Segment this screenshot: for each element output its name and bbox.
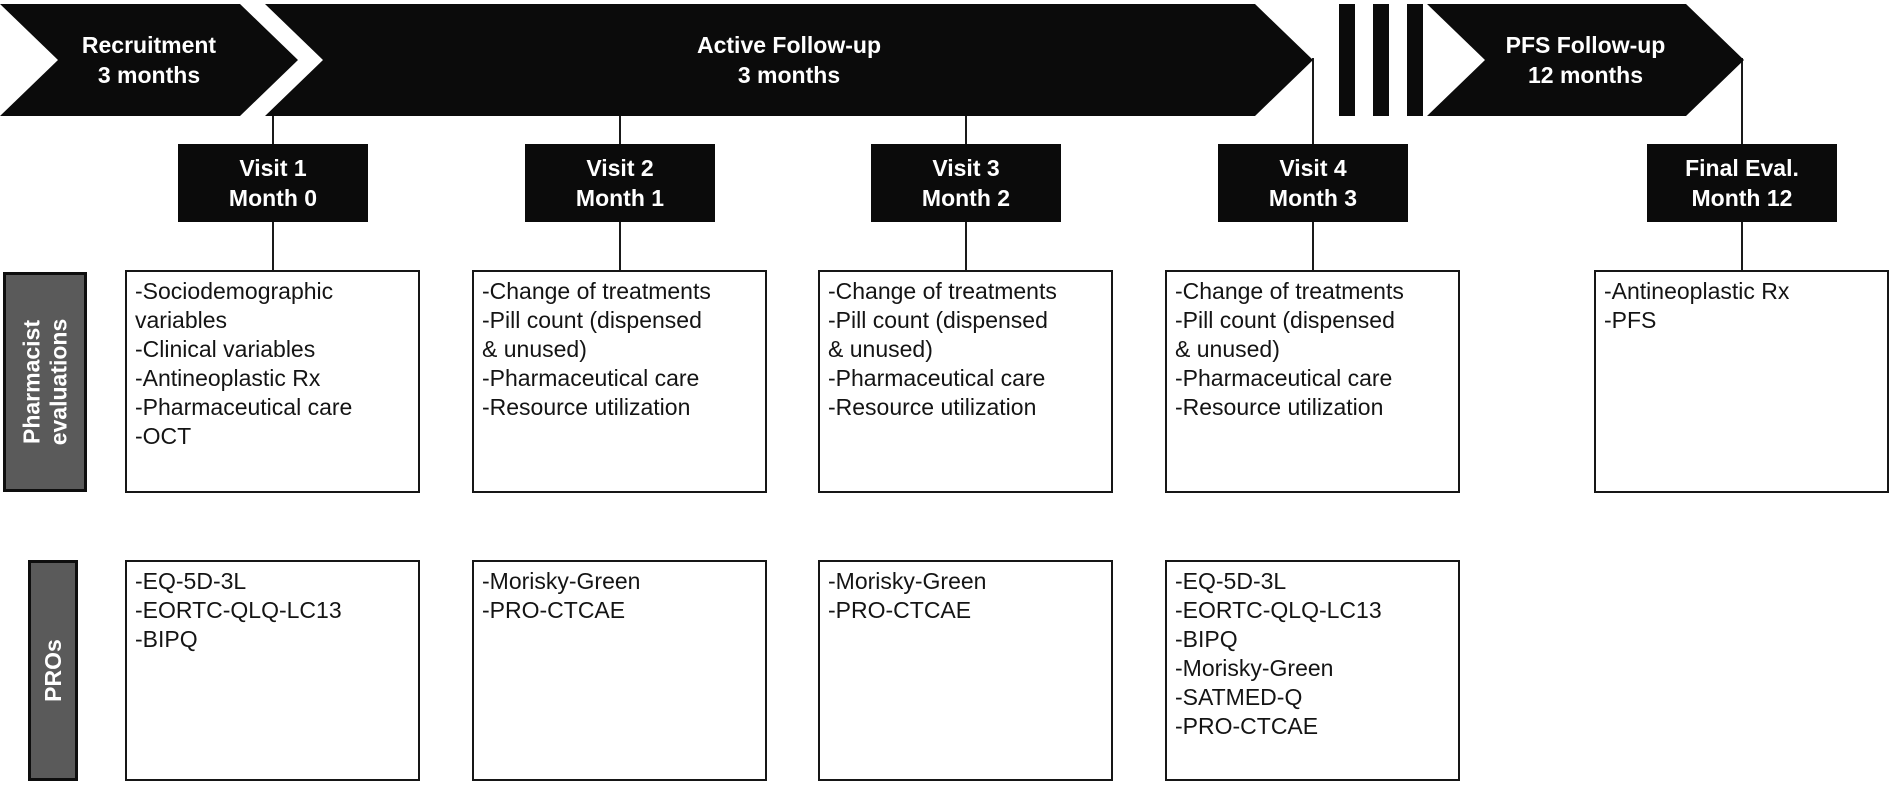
- visit-box-final-eval: Final Eval. Month 12: [1647, 144, 1837, 222]
- list-item: -Change of treatments: [482, 278, 711, 304]
- timeline-break-icon: [1339, 4, 1423, 116]
- list-item: -Change of treatments: [828, 278, 1057, 304]
- visit-label-line1: Visit 4: [1279, 155, 1347, 181]
- pro-panel-visit-3: -Morisky-Green -PRO-CTCAE: [818, 560, 1113, 781]
- row-label-pros: PROs: [28, 560, 78, 781]
- visit-label-line1: Visit 3: [932, 155, 1000, 181]
- list-item: -Clinical variables: [135, 336, 316, 362]
- break-bar-icon: [1373, 4, 1389, 116]
- pharmacist-panel-final-eval: -Antineoplastic Rx -PFS: [1594, 270, 1889, 493]
- list-item: -PRO-CTCAE: [482, 597, 626, 623]
- list-item: -Morisky-Green: [482, 568, 641, 594]
- visit-label-line1: Visit 2: [586, 155, 654, 181]
- list-item: -Pill count (dispensed& unused): [828, 307, 1048, 362]
- list-item: -Pharmaceutical care: [828, 365, 1046, 391]
- list-item: -PRO-CTCAE: [1175, 713, 1319, 739]
- list-item: -Resource utilization: [828, 394, 1037, 420]
- pro-panel-visit-1: -EQ-5D-3L -EORTC-QLQ-LC13 -BIPQ: [125, 560, 420, 781]
- visit-box-1: Visit 1 Month 0: [178, 144, 368, 222]
- visit-label-line1: Visit 1: [239, 155, 307, 181]
- break-bar-icon: [1339, 4, 1355, 116]
- phase-arrow-active-follow-up: Active Follow-up 3 months: [265, 4, 1313, 116]
- pro-panel-visit-2: -Morisky-Green -PRO-CTCAE: [472, 560, 767, 781]
- list-item: -Pharmaceutical care: [482, 365, 700, 391]
- list-item: -Pill count (dispensed& unused): [482, 307, 702, 362]
- list-item: -EQ-5D-3L: [135, 568, 247, 594]
- visit-box-2: Visit 2 Month 1: [525, 144, 715, 222]
- list-item: -EQ-5D-3L: [1175, 568, 1287, 594]
- list-item: -SATMED-Q: [1175, 684, 1303, 710]
- visit-label-line2: Month 3: [1268, 185, 1358, 211]
- list-item: -BIPQ: [135, 626, 198, 652]
- phase-label-line1: Active Follow-up: [697, 32, 881, 58]
- phase-arrow-recruitment: Recruitment 3 months: [0, 4, 298, 116]
- pharmacist-panel-visit-2: -Change of treatments -Pill count (dispen…: [472, 270, 767, 493]
- pro-panel-visit-4: -EQ-5D-3L -EORTC-QLQ-LC13 -BIPQ -Morisky-Gr…: [1165, 560, 1460, 781]
- visit-label-line2: Month 1: [575, 185, 665, 211]
- list-item: -EORTC-QLQ-LC13: [1175, 597, 1382, 623]
- phase-label-line2: 12 months: [1527, 62, 1644, 88]
- list-item: -PRO-CTCAE: [828, 597, 972, 623]
- list-item: -Pharmaceutical care: [135, 394, 353, 420]
- visit-box-3: Visit 3 Month 2: [871, 144, 1061, 222]
- list-item: -PFS: [1604, 307, 1657, 333]
- phase-label-line2: 3 months: [737, 62, 841, 88]
- visit-box-4: Visit 4 Month 3: [1218, 144, 1408, 222]
- visit-label-line2: Month 12: [1691, 185, 1793, 211]
- list-item: -Morisky-Green: [1175, 655, 1334, 681]
- list-item: -Resource utilization: [1175, 394, 1384, 420]
- list-item: -Antineoplastic Rx: [135, 365, 321, 391]
- phase-label-line1: Recruitment: [81, 32, 217, 58]
- list-item: -Morisky-Green: [828, 568, 987, 594]
- list-item: -EORTC-QLQ-LC13: [135, 597, 342, 623]
- list-item: -Change of treatments: [1175, 278, 1404, 304]
- phase-label-line1: PFS Follow-up: [1505, 32, 1666, 58]
- row-label-text: Pharmacist evaluations: [18, 319, 72, 446]
- visit-label-line1: Final Eval.: [1685, 155, 1799, 181]
- list-item: -Resource utilization: [482, 394, 691, 420]
- phase-arrow-pfs-follow-up: PFS Follow-up 12 months: [1427, 4, 1744, 116]
- row-label-line2: evaluations: [45, 318, 72, 446]
- list-item: -Pharmaceutical care: [1175, 365, 1393, 391]
- phase-label-line2: 3 months: [97, 62, 201, 88]
- break-bar-icon: [1407, 4, 1423, 116]
- row-label-text: PROs: [39, 639, 66, 702]
- list-item: -Pill count (dispensed& unused): [1175, 307, 1395, 362]
- list-item: -Antineoplastic Rx: [1604, 278, 1790, 304]
- visit-label-line2: Month 2: [921, 185, 1011, 211]
- list-item: -OCT: [135, 423, 192, 449]
- list-item: -BIPQ: [1175, 626, 1238, 652]
- visit-label-line2: Month 0: [228, 185, 318, 211]
- row-label-pharmacist-evaluations: Pharmacist evaluations: [3, 272, 87, 492]
- pharmacist-panel-visit-4: -Change of treatments -Pill count (dispen…: [1165, 270, 1460, 493]
- pharmacist-panel-visit-3: -Change of treatments -Pill count (dispen…: [818, 270, 1113, 493]
- row-label-line1: Pharmacist: [18, 319, 45, 445]
